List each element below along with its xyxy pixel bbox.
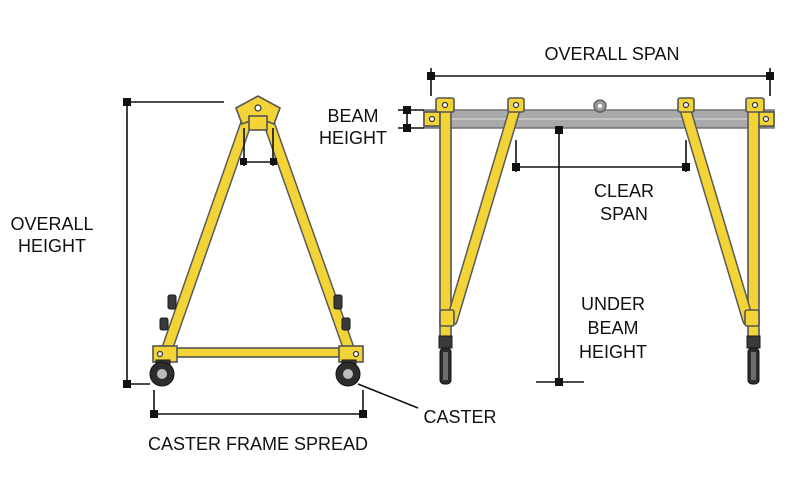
apex-width-dimension: [240, 128, 277, 166]
overall-height-label-line2: HEIGHT: [18, 236, 86, 256]
right-leg: [747, 101, 760, 339]
beam-height-label-line1: BEAM: [327, 106, 378, 126]
right-caster: [335, 359, 361, 387]
clear-span-dimension: [512, 140, 690, 172]
overall-height-dimension: [123, 98, 224, 388]
caster-label: CASTER: [423, 407, 496, 427]
overall-height-label-line1: OVERALL: [10, 214, 93, 234]
clear-span-label-line1: CLEAR: [594, 181, 654, 201]
caster-leader: [357, 383, 419, 409]
under-beam-height-label-line3: HEIGHT: [579, 342, 647, 362]
beam-height-label-line2: HEIGHT: [319, 128, 387, 148]
front-right-caster: [747, 347, 760, 385]
beam-height-dimension: [398, 106, 424, 132]
under-beam-height-dimension: [536, 126, 584, 386]
under-beam-height-label-line1: UNDER: [581, 294, 645, 314]
overall-span-dimension: [427, 68, 774, 96]
clear-span-label-line2: SPAN: [600, 204, 648, 224]
under-beam-height-label-line2: BEAM: [587, 318, 638, 338]
gantry-front-view: [423, 97, 775, 385]
front-left-caster: [439, 347, 452, 385]
a-frame-side-view: [149, 95, 364, 387]
caster-frame-spread-label: CASTER FRAME SPREAD: [148, 434, 368, 454]
cross-bar: [159, 347, 355, 358]
overall-span-label: OVERALL SPAN: [544, 44, 679, 64]
caster-frame-spread-dimension: [150, 390, 367, 418]
left-caster: [149, 359, 175, 387]
left-leg: [439, 101, 452, 339]
apex-bolt: [254, 104, 262, 112]
apex-block: [248, 115, 268, 131]
